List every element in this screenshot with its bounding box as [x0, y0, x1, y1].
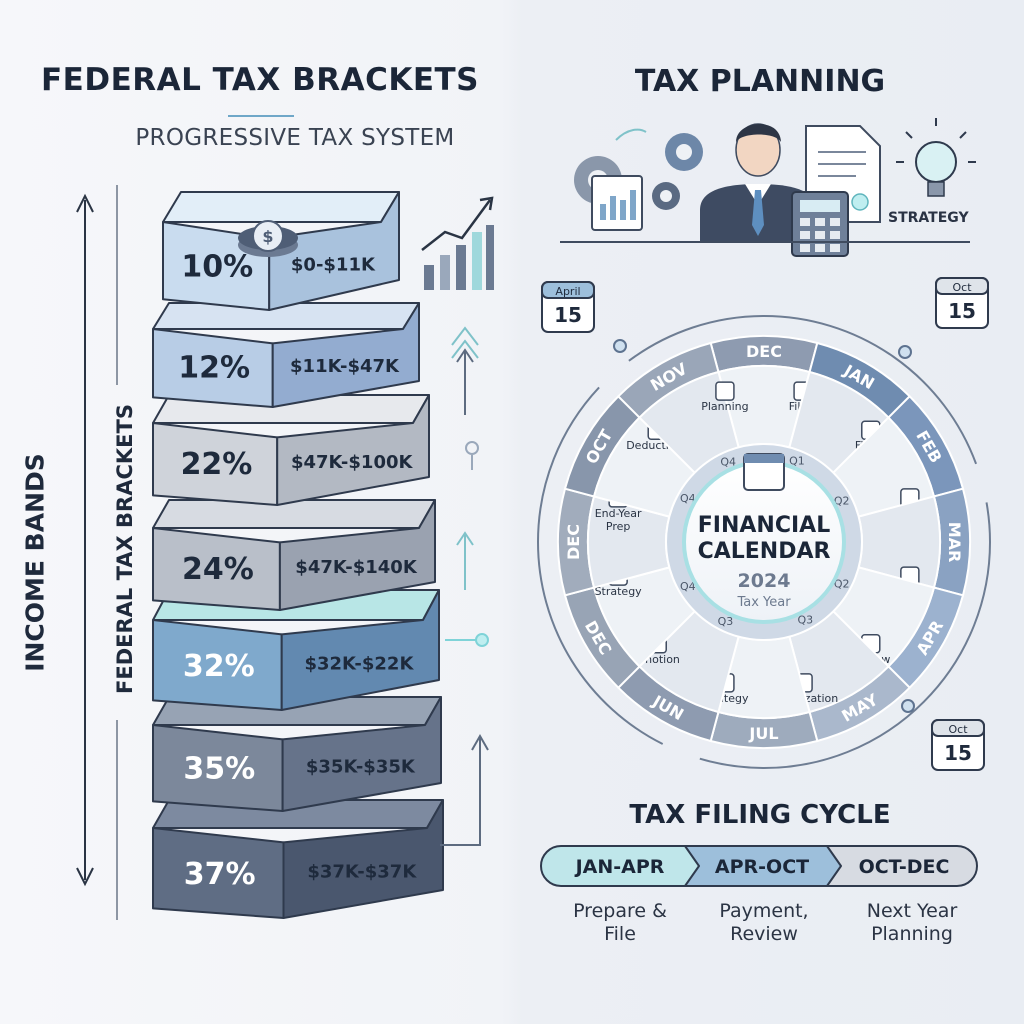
bracket-rate: 35%: [183, 751, 255, 786]
badge-month: April: [555, 285, 580, 298]
badge-day: 15: [948, 299, 976, 323]
phase-desc-line2: Planning: [871, 923, 953, 945]
cycle-phase-label: APR-OCT: [715, 856, 809, 878]
phase-desc-line1: Next Year: [866, 900, 958, 922]
bracket-tier: 12% $11K-$47K: [152, 302, 420, 408]
quarter-label: Q4: [680, 492, 696, 505]
bracket-stack: 37% $37K-$37K 35% $35K-$35K 32% $32K-$22K 24% $…: [152, 191, 444, 919]
cycle-phase: APR-OCT: [684, 845, 846, 887]
bracket-rate: 37%: [184, 857, 256, 892]
connector-dot: [613, 339, 627, 353]
cycle-title: TAX FILING CYCLE: [629, 800, 891, 830]
bracket-rate: 12%: [178, 350, 250, 385]
badge-day: 15: [554, 303, 582, 327]
bracket-range: $32K-$22K: [304, 654, 414, 675]
calendar-badge: April 15: [541, 281, 595, 333]
month-label: DEC: [564, 524, 583, 560]
connector-dot: [901, 699, 915, 713]
quarter-label: Q2: [834, 577, 850, 590]
cycle-phase-description: Payment,Review: [694, 900, 834, 946]
bracket-range: $11K-$47K: [290, 356, 400, 377]
coin-icon: $: [238, 220, 298, 257]
quarter-label: Q3: [797, 614, 813, 627]
activity-icon: [715, 381, 735, 401]
calculator-icon: [791, 191, 849, 257]
bracket-tier: 37% $37K-$37K: [152, 799, 444, 919]
badge-month: Oct: [952, 281, 972, 294]
bracket-rate: 32%: [183, 649, 255, 684]
bracket-range: $47K-$100K: [291, 452, 414, 473]
quarter-label: Q1: [789, 454, 805, 467]
cycle-phase-label: OCT-DEC: [859, 856, 950, 878]
month-label: JUL: [748, 724, 778, 743]
cycle-phase-label: JAN-APR: [574, 856, 665, 878]
cycle-phase: OCT-DEC: [826, 845, 978, 887]
phase-desc-line2: File: [604, 923, 636, 945]
bar-chart-up-icon: [421, 196, 494, 290]
badge-day: 15: [944, 741, 972, 765]
right-title: TAX PLANNING: [634, 64, 886, 99]
bracket-rate: 22%: [181, 447, 253, 482]
wheel-year: 2024: [738, 570, 791, 592]
gear-flow-arrow: [615, 128, 647, 141]
connector-dot: [898, 345, 912, 359]
cycle-phase: JAN-APR: [540, 845, 704, 887]
month-label: MAR: [945, 522, 964, 563]
bracket-tier: 24% $47K-$140K: [152, 499, 436, 611]
tax-filing-cycle: JAN-APR APR-OCT OCT-DEC: [540, 845, 978, 887]
report-chart-icon: [591, 175, 643, 231]
month-label: DEC: [746, 342, 782, 361]
bracket-range: $37K-$37K: [307, 862, 417, 883]
wheel-year-caption: Tax Year: [736, 595, 791, 610]
wheel-title-line1: FINANCIAL: [698, 513, 830, 538]
quarter-label: Q3: [718, 615, 734, 628]
phase-desc-line1: Prepare &: [573, 900, 667, 922]
quarter-label: Q4: [720, 456, 736, 469]
businessman-icon: [700, 123, 816, 242]
phase-desc-line2: Review: [730, 923, 798, 945]
bracket-rate: 10%: [181, 250, 253, 285]
phase-desc-line1: Payment,: [719, 900, 809, 922]
calendar-icon: [743, 453, 785, 491]
wheel-title-line2: CALENDAR: [698, 539, 831, 564]
bracket-tier: 35% $35K-$35K: [152, 696, 442, 812]
left-title: FEDERAL TAX BRACKETS: [40, 62, 479, 98]
lightbulb-icon: [896, 118, 976, 197]
calendar-badge: Oct 15: [935, 277, 989, 329]
bracket-tier: 22% $47K-$100K: [152, 394, 430, 506]
strategy-label: STRATEGY: [888, 210, 969, 226]
activity-label: Strategy: [595, 585, 643, 598]
quarter-label: Q4: [680, 580, 696, 593]
bracket-range: $0-$11K: [291, 254, 376, 275]
activity-label: Planning: [701, 400, 748, 413]
calendar-badge: Oct 15: [931, 719, 985, 771]
flow-arrows: [440, 326, 489, 846]
financial-calendar-wheel: DECFilingJANFillingFEBAnalysisMARAnalysi…: [537, 315, 991, 769]
bracket-rate: 24%: [182, 552, 254, 587]
bracket-range: $35K-$35K: [306, 756, 416, 777]
income-axis-arrow: [76, 193, 94, 887]
bracket-range: $47K-$140K: [295, 557, 418, 578]
cycle-phase-description: Prepare &File: [550, 900, 690, 946]
title-underline: [228, 115, 294, 117]
cycle-ring: [537, 315, 991, 769]
badge-month: Oct: [948, 723, 968, 736]
svg-text:$: $: [262, 227, 273, 246]
quarter-label: Q2: [834, 495, 850, 508]
left-subtitle: PROGRESSIVE TAX SYSTEM: [135, 125, 455, 151]
